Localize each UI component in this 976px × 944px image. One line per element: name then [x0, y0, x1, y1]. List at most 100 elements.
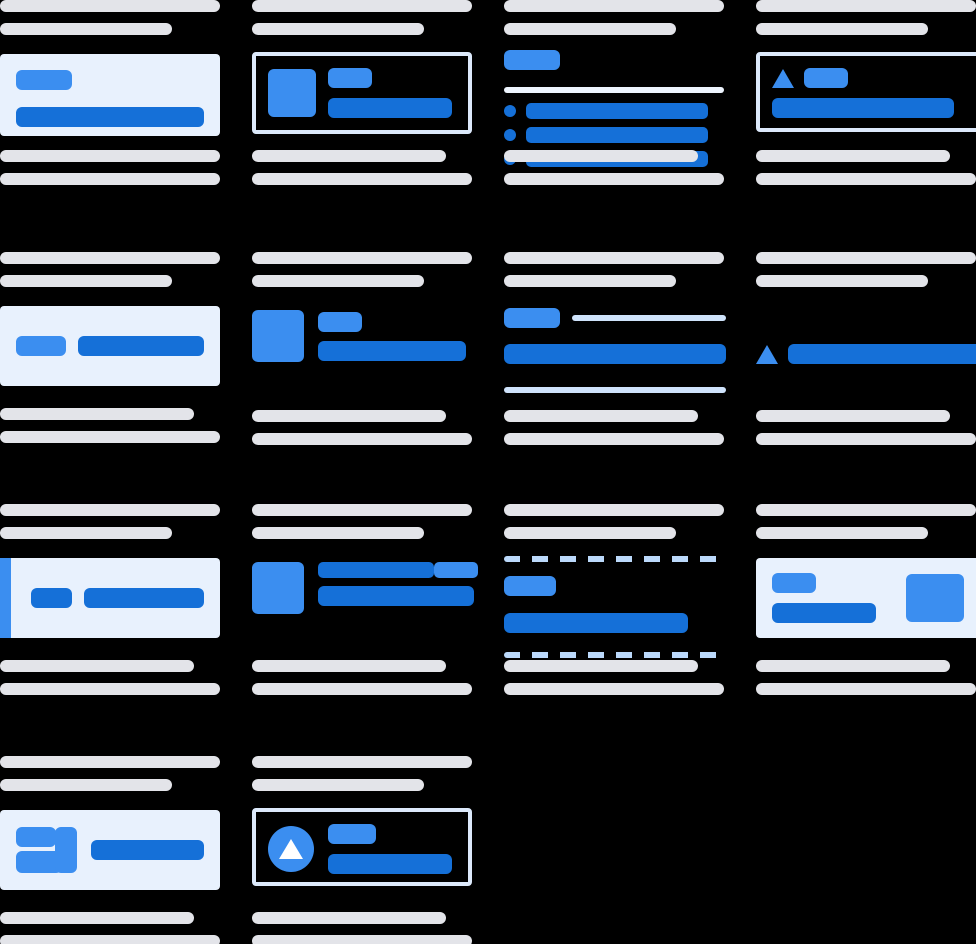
skeleton-line	[0, 431, 220, 443]
skeleton-line	[504, 660, 698, 672]
media-item[interactable]	[252, 562, 482, 614]
grid-cell-r2c4	[756, 250, 976, 500]
content-bar	[772, 603, 876, 623]
skeleton-line	[504, 150, 698, 162]
skeleton-line	[504, 252, 724, 264]
outlined-alert-card[interactable]	[756, 52, 976, 132]
bullet-dot-icon	[504, 105, 516, 117]
warning-triangle-icon	[756, 344, 778, 364]
skeleton-line	[0, 660, 194, 672]
media-item[interactable]	[252, 310, 482, 362]
badge[interactable]	[16, 336, 66, 356]
skeleton-line	[504, 173, 724, 185]
grid-cell-r1c2	[252, 0, 472, 250]
badge[interactable]	[504, 50, 560, 70]
badge[interactable]	[16, 70, 72, 90]
dashed-divider-top	[504, 556, 726, 562]
skeleton-line	[252, 410, 446, 422]
badge[interactable]	[328, 68, 372, 88]
skeleton-line	[756, 433, 976, 445]
skeleton-line	[252, 150, 446, 162]
skeleton-lines-top	[252, 0, 472, 35]
skeleton-lines-bottom	[504, 660, 724, 695]
skeleton-line	[0, 779, 172, 791]
grid-cell-r2c2	[252, 250, 472, 500]
content-bar	[328, 98, 452, 118]
badge[interactable]	[434, 562, 478, 578]
skeleton-line	[0, 912, 194, 924]
skeleton-lines-top	[252, 504, 472, 539]
outlined-card-with-avatar[interactable]	[252, 808, 472, 886]
badge[interactable]	[318, 311, 362, 332]
skeleton-lines-top	[0, 252, 220, 287]
skeleton-lines-bottom	[252, 150, 472, 185]
skeleton-line	[252, 912, 446, 924]
thumbnail-icon	[906, 574, 964, 622]
skeleton-line	[504, 410, 698, 422]
grid-cell-r4c3	[504, 750, 724, 944]
skeleton-line	[0, 408, 194, 420]
skeleton-lines-top	[0, 504, 220, 539]
content-bar	[504, 344, 726, 364]
skeleton-line	[0, 935, 220, 944]
filled-card-with-bracket-icon[interactable]	[0, 810, 220, 890]
avatar-triangle-icon	[268, 826, 314, 872]
thumbnail-icon	[252, 310, 304, 362]
skeleton-lines-top	[504, 252, 724, 287]
skeleton-line	[756, 410, 950, 422]
badge[interactable]	[31, 588, 73, 608]
grid-cell-r3c3	[504, 500, 726, 750]
filled-card-with-thumb[interactable]	[756, 558, 976, 638]
filled-card[interactable]	[0, 54, 220, 136]
skeleton-line	[252, 173, 472, 185]
outlined-media-card[interactable]	[252, 52, 472, 134]
skeleton-line	[252, 0, 472, 12]
skeleton-line	[756, 173, 976, 185]
skeleton-lines-bottom	[252, 660, 472, 695]
skeleton-line	[252, 23, 424, 35]
skeleton-line	[252, 433, 472, 445]
skeleton-lines-top	[756, 252, 976, 287]
accent-bar-card[interactable]	[0, 558, 220, 638]
list-item[interactable]	[504, 103, 724, 119]
skeleton-line	[504, 504, 724, 516]
filled-inline-card[interactable]	[0, 306, 220, 386]
skeleton-line	[504, 275, 676, 287]
skeleton-line	[504, 433, 724, 445]
content-bar	[16, 107, 204, 127]
skeleton-line	[756, 252, 976, 264]
badge[interactable]	[772, 573, 816, 593]
badge[interactable]	[328, 824, 376, 844]
thumbnail-icon	[268, 69, 316, 117]
grid-cell-r3c4	[756, 500, 976, 750]
badge[interactable]	[804, 68, 848, 88]
skeleton-line	[756, 660, 950, 672]
skeleton-line	[252, 252, 472, 264]
badge[interactable]	[504, 308, 560, 328]
warning-triangle-icon	[772, 68, 794, 88]
grid-cell-r3c2	[252, 500, 478, 750]
skeleton-lines-bottom	[0, 408, 220, 443]
skeleton-line	[0, 150, 220, 162]
content-bar	[526, 127, 708, 143]
content-bar	[318, 562, 434, 578]
skeleton-line	[0, 504, 220, 516]
dashed-divider-bottom	[504, 652, 726, 658]
skeleton-line	[252, 660, 446, 672]
badge[interactable]	[504, 576, 556, 596]
skeleton-line	[756, 23, 928, 35]
skeleton-lines-bottom	[756, 660, 976, 695]
skeleton-lines-top	[252, 756, 472, 791]
warning-row[interactable]	[756, 344, 976, 364]
skeleton-line	[504, 683, 724, 695]
skeleton-line	[0, 173, 220, 185]
content-bar	[318, 340, 466, 361]
skeleton-lines-top	[756, 0, 976, 35]
list-item[interactable]	[504, 127, 724, 143]
skeleton-line	[504, 23, 676, 35]
content-bar	[504, 613, 688, 633]
skeleton-line	[252, 683, 472, 695]
grid-cell-r4c2	[252, 750, 472, 944]
skeleton-lines-top	[756, 504, 976, 539]
